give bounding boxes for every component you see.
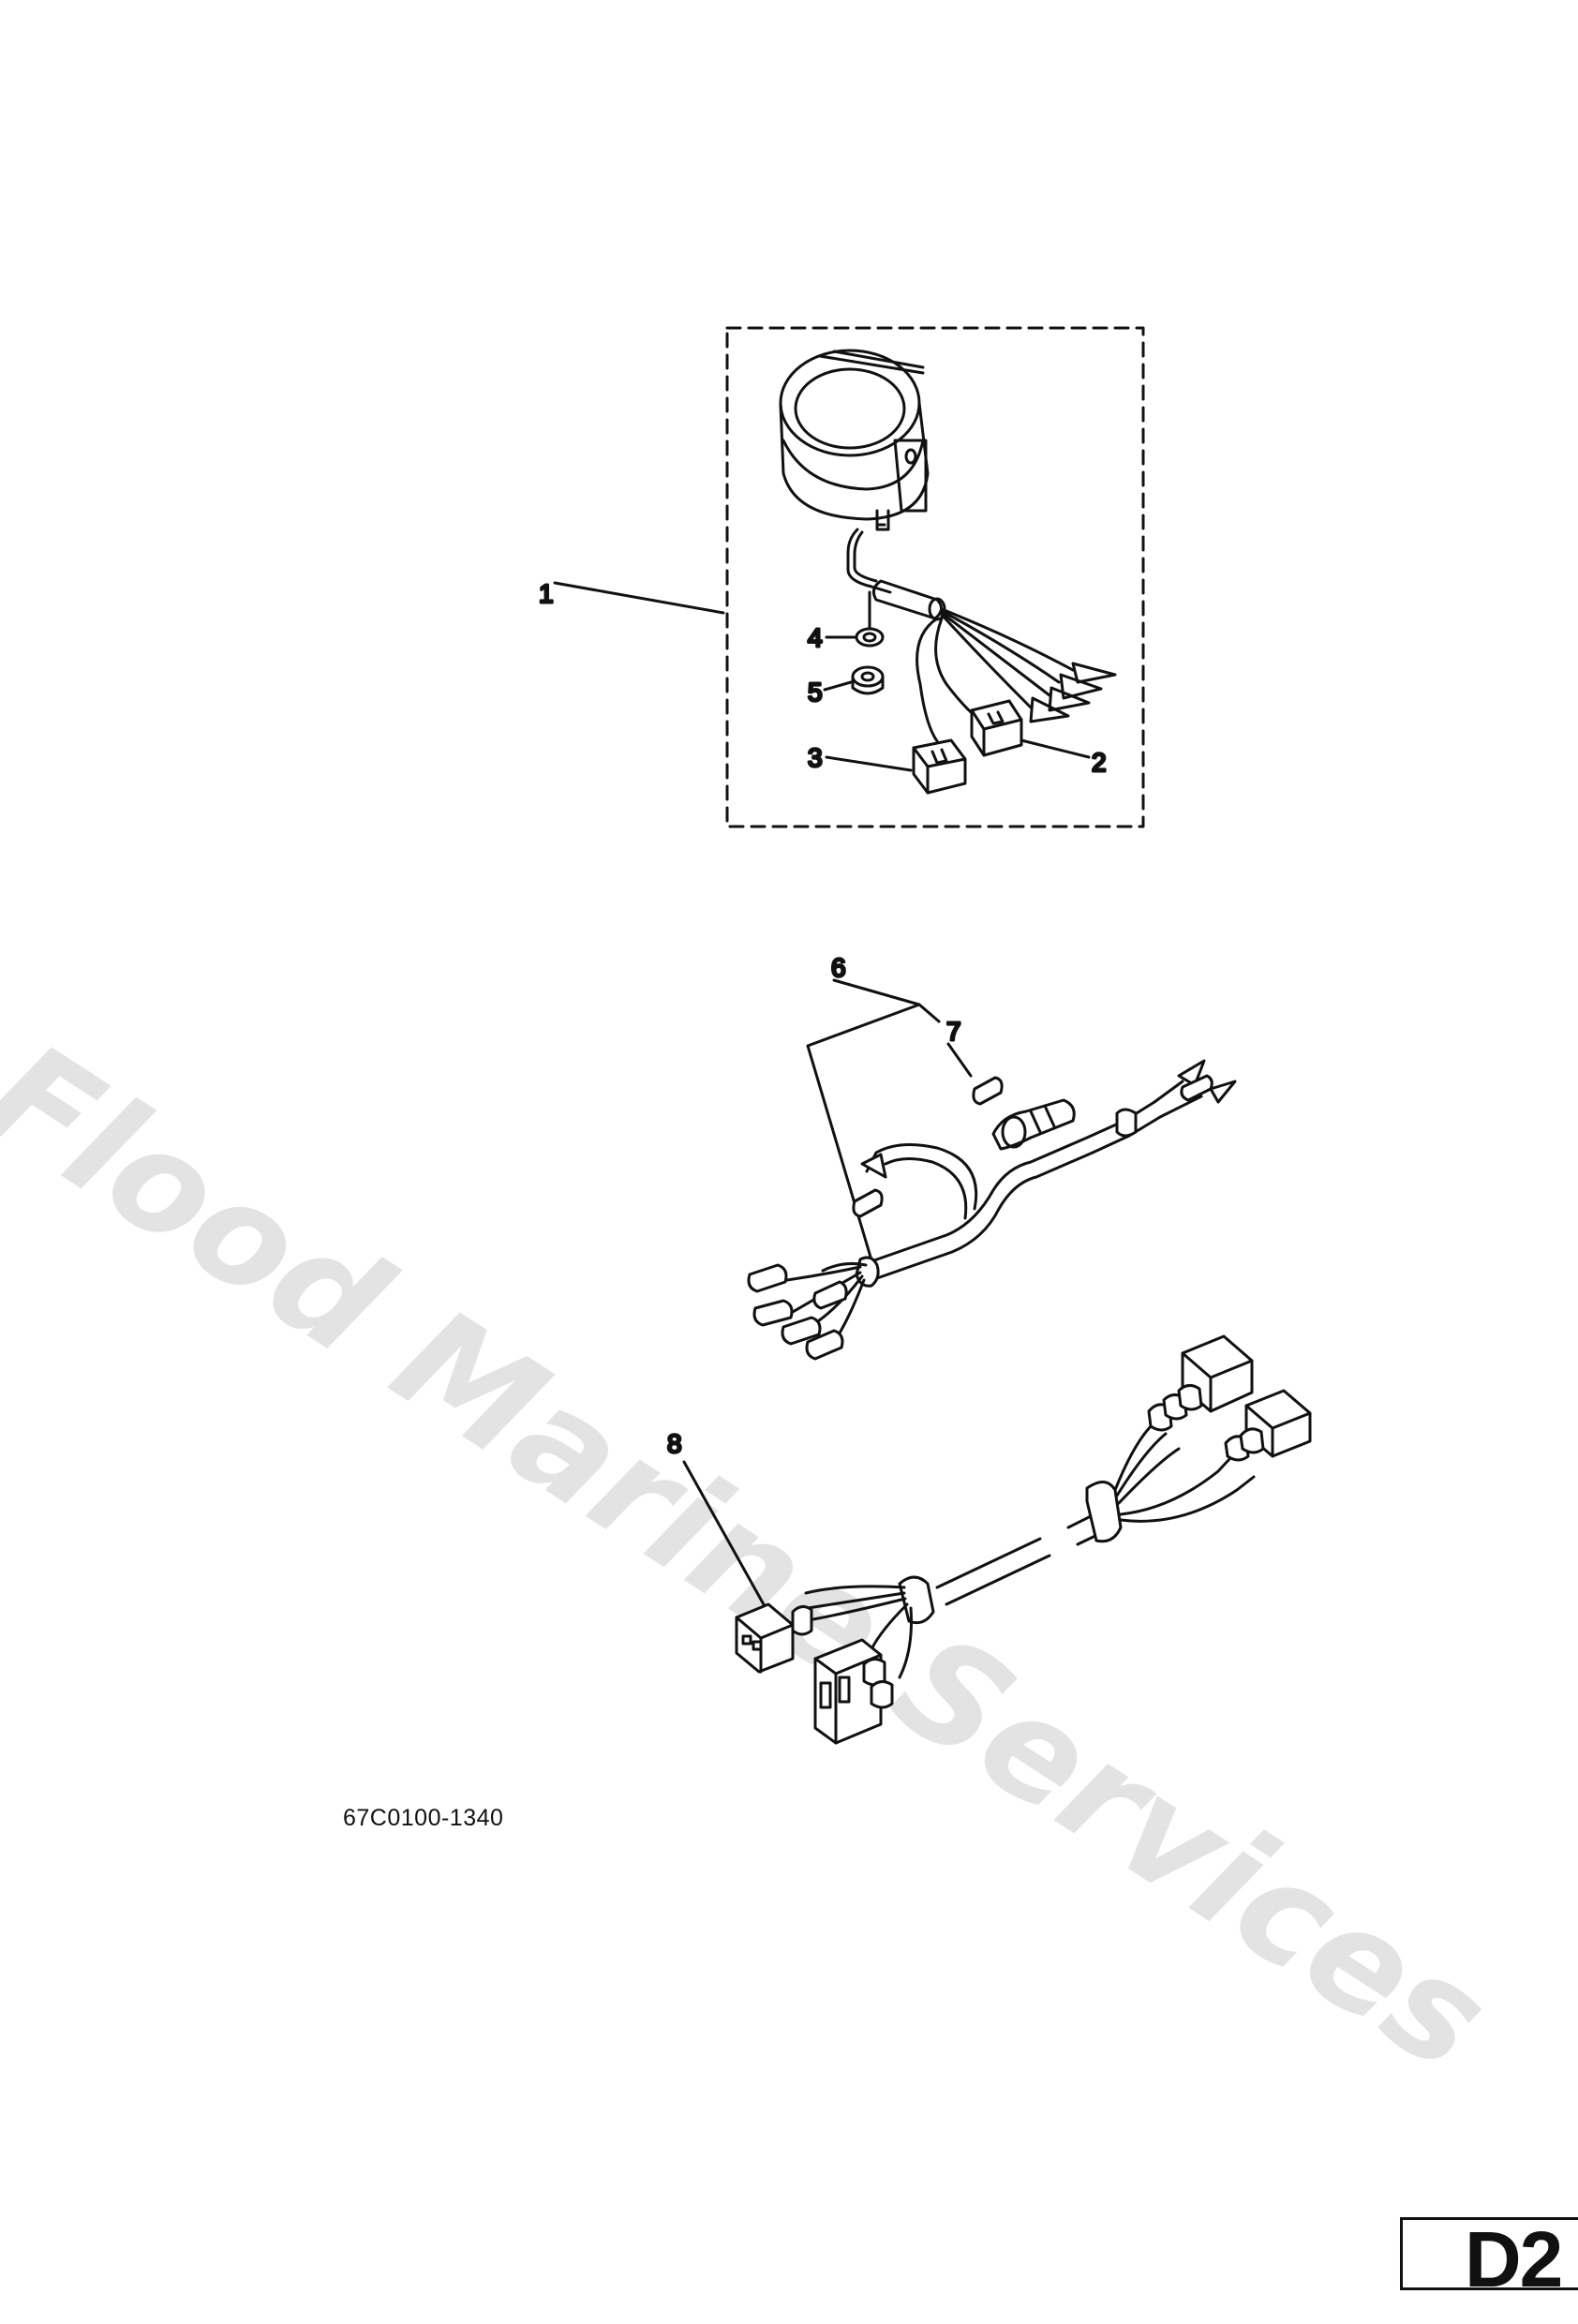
washer-4 [855, 590, 885, 648]
kit-dashed-border [725, 326, 1145, 828]
leader-lines-top [553, 581, 1091, 772]
callout-6: 6 [831, 953, 846, 982]
callout-4: 4 [808, 623, 823, 652]
callout-3: 3 [808, 743, 823, 772]
wire-harness-8 [735, 1334, 1312, 1745]
terminal-tips [1029, 662, 1117, 723]
callout-2: 2 [1092, 748, 1107, 777]
part-code: 67C0100-1340 [343, 1805, 504, 1831]
callout-1: 1 [539, 579, 554, 608]
connector-2 [970, 699, 1023, 757]
terminal-sleeve-7 [972, 1076, 1004, 1106]
gauge-meter [779, 349, 930, 531]
leader-lines-lower [682, 1460, 767, 1608]
leader-lines-middle [806, 978, 973, 1265]
grommet-5 [851, 665, 885, 695]
callout-8: 8 [667, 1429, 682, 1458]
page-label: D2 [1465, 2217, 1563, 2290]
page-label-box: D2 [1400, 2217, 1578, 2290]
callout-5: 5 [808, 678, 823, 707]
connector-3 [912, 738, 967, 795]
wire-harness-6 [747, 1059, 1237, 1361]
gauge-cable [846, 528, 892, 594]
callout-7: 7 [946, 1017, 961, 1046]
